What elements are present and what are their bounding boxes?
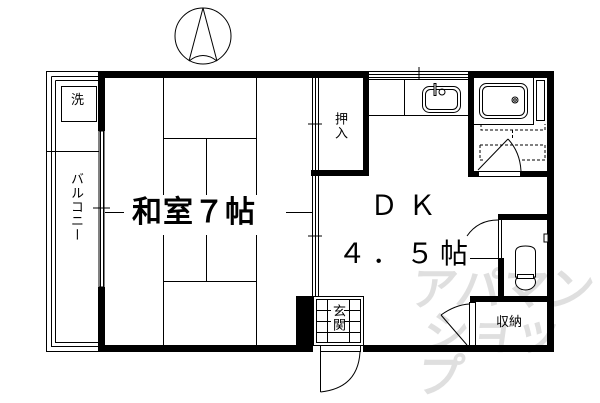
washer-space <box>61 86 97 122</box>
balcony <box>46 71 101 352</box>
entrance-door[interactable] <box>320 345 361 393</box>
toilet-icon <box>515 245 536 291</box>
room-label-balcony: バルコニー <box>68 172 83 242</box>
tatami-lines <box>105 78 312 345</box>
toilet-room <box>498 220 549 258</box>
washroom-dashed <box>479 124 546 161</box>
walls <box>98 71 554 352</box>
windows <box>93 67 468 288</box>
room-label-oshiire: 押入 <box>332 112 347 140</box>
toilet-door[interactable] <box>466 219 499 259</box>
sink-icon <box>422 83 461 113</box>
room-label-genkan: 玄関 <box>330 304 345 332</box>
partition-washitsu-dk <box>308 78 322 296</box>
storage-closet <box>440 302 476 346</box>
room-label-dk-size: ４．５帖 <box>338 237 475 270</box>
washer-label: 洗 <box>71 93 85 108</box>
kitchen-counter <box>369 80 468 116</box>
bath-door[interactable] <box>477 138 522 177</box>
bathtub-icon <box>474 78 545 125</box>
genkan-entrance <box>313 296 364 346</box>
partition-post <box>311 170 321 176</box>
room-label-dk: ＤＫ <box>370 189 447 222</box>
room-label-washitsu: 和室７帖 <box>130 195 258 230</box>
north-arrow-icon <box>174 7 232 65</box>
room-label-storage: 収納 <box>496 315 523 330</box>
